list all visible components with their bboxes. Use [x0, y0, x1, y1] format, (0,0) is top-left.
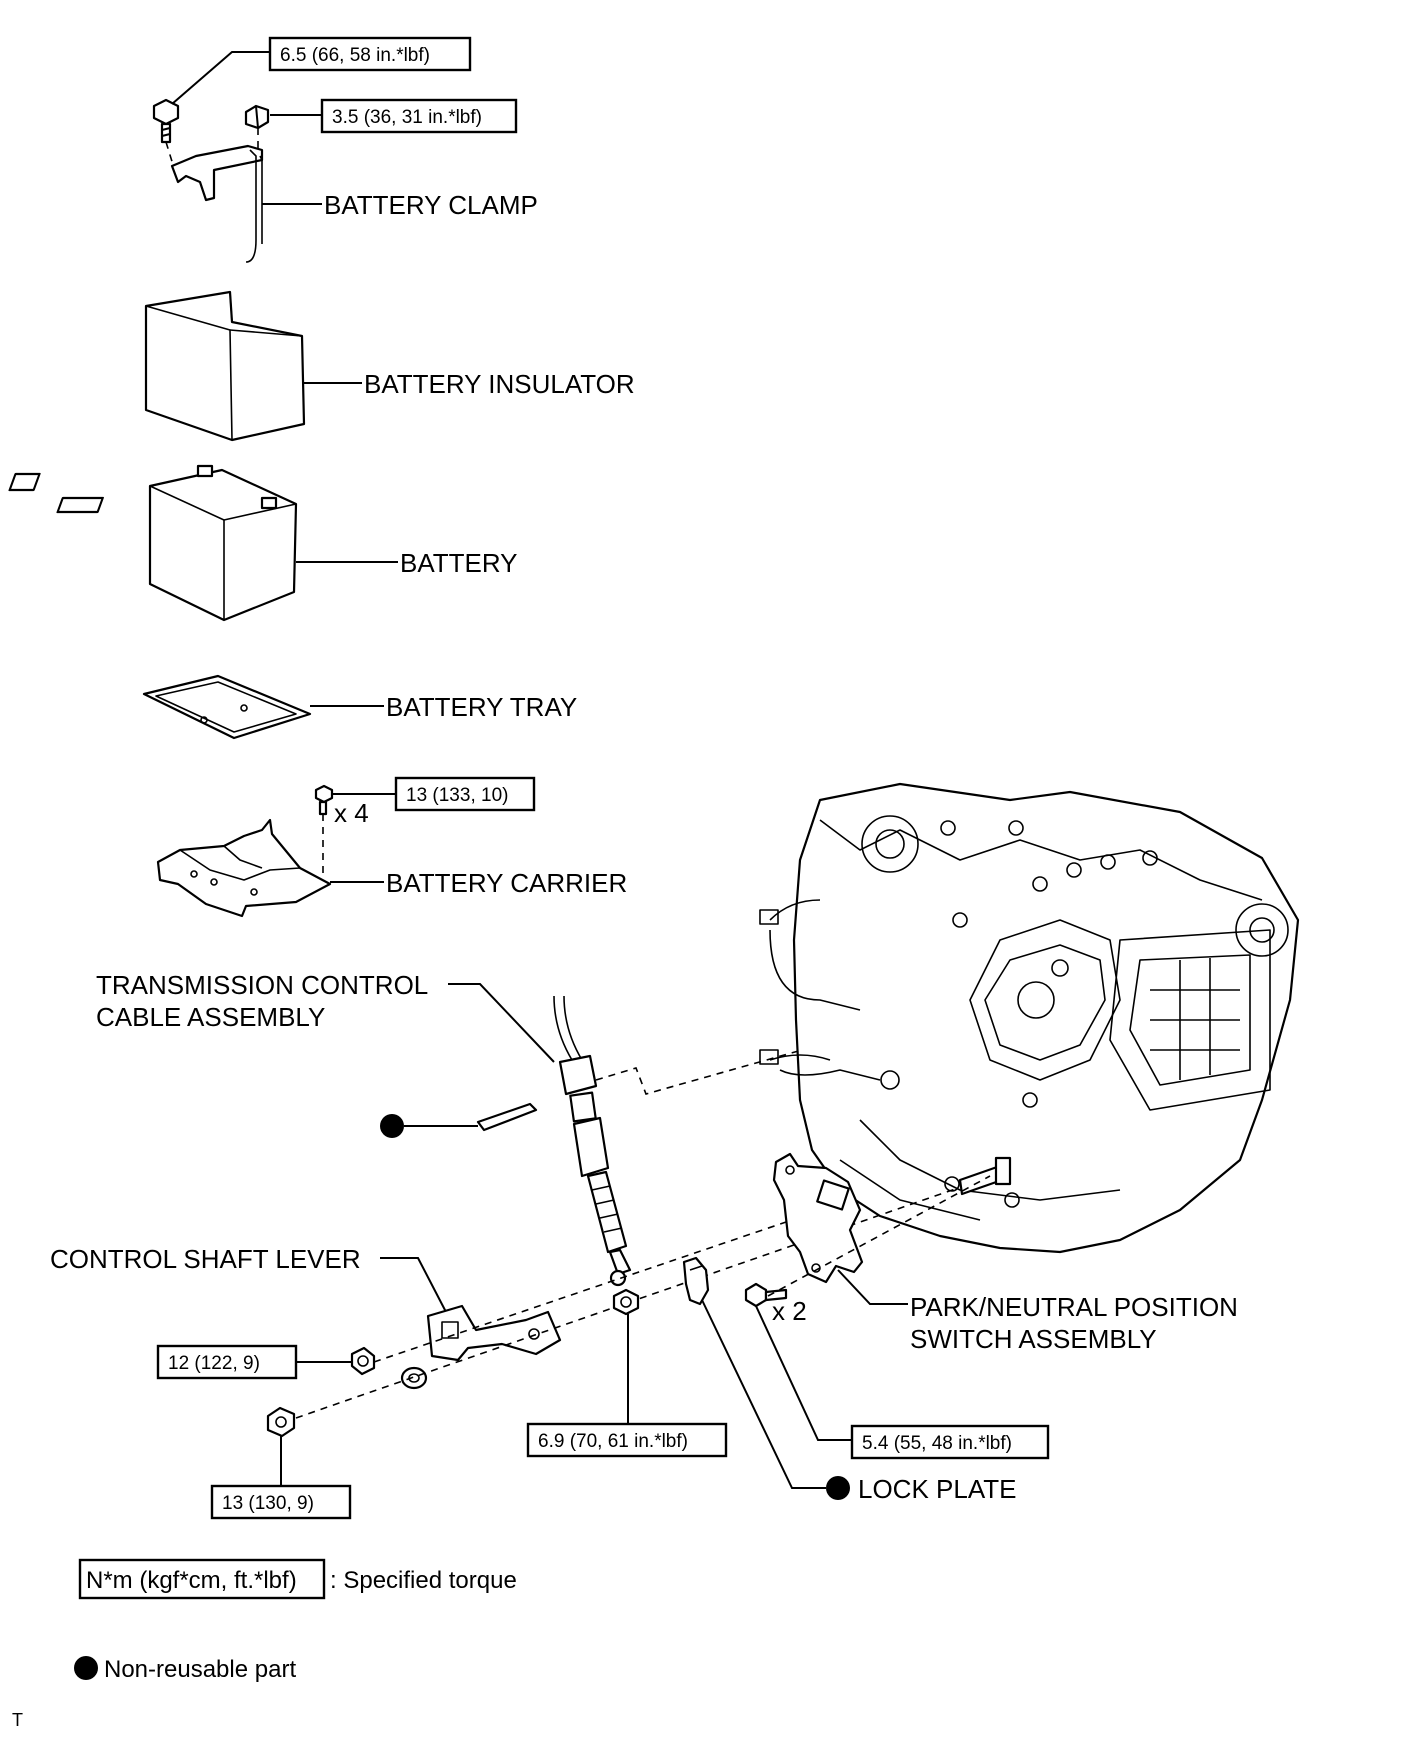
non-reusable-dot-icon [380, 1114, 404, 1138]
lever-nut-icon [350, 1346, 376, 1376]
torque-box-shaft-nut [210, 1484, 352, 1520]
torque-box-cable-nut [526, 1422, 728, 1458]
transaxle-assembly-icon [759, 782, 1300, 1254]
torque-cable-nut: 6.9 (70, 61 in.*lbf) [538, 1431, 688, 1452]
legend-torque-box [78, 1558, 326, 1600]
cable-clip-group [380, 1102, 538, 1138]
label-pnp-line1: PARK/NEUTRAL POSITION [910, 1292, 1238, 1322]
torque-lever-nut: 12 (122, 9) [168, 1353, 260, 1374]
label-lock-plate: LOCK PLATE [858, 1474, 1016, 1504]
battery-insulator-icon [144, 290, 362, 442]
torque-clamp-nut: 3.5 (36, 31 in.*lbf) [332, 107, 482, 128]
lock-plate-icon [682, 1256, 710, 1306]
transmission-control-cable-group [448, 983, 803, 1287]
legend-non-reusable-text: Non-reusable part [104, 1656, 296, 1683]
battery-clamp-icon [170, 144, 264, 202]
qty-carrier-bolts: x 4 [334, 798, 369, 828]
legend: N*m (kgf*cm, ft.*lbf) : Specified torque… [74, 1558, 517, 1683]
torque-clamp-bolt: 6.5 (66, 58 in.*lbf) [280, 45, 430, 66]
label-pnp-line2: SWITCH ASSEMBLY [910, 1324, 1157, 1354]
battery-carrier-icon [156, 818, 332, 918]
lever-washer-icon [400, 1366, 428, 1390]
pnp-bolt-icon [744, 1282, 788, 1308]
shaft-nut-icon [266, 1406, 296, 1438]
lock-plate-group [682, 1256, 850, 1500]
legend-torque-units: N*m (kgf*cm, ft.*lbf) [86, 1567, 297, 1594]
cable-clip-icon [476, 1102, 538, 1132]
battery-clamp-group [152, 51, 322, 263]
lock-plate-dot-icon [826, 1476, 850, 1500]
label-control-shaft-lever: CONTROL SHAFT LEVER [50, 1244, 361, 1274]
clamp-bolt-icon [152, 98, 180, 144]
label-battery-clamp: BATTERY CLAMP [324, 190, 538, 220]
pnp-switch-group [744, 1152, 991, 1441]
torque-box-pnp-bolt [850, 1424, 1050, 1460]
cable-nut-group [612, 1288, 640, 1424]
label-tcc-line1: TRANSMISSION CONTROL [96, 970, 428, 1000]
control-shaft-lever-group [266, 1187, 959, 1486]
footer-mark: T [12, 1710, 23, 1730]
legend-non-reusable-dot-icon [74, 1656, 98, 1680]
carrier-bolt-icon [314, 784, 334, 816]
torque-carrier-bolt: 13 (133, 10) [406, 785, 508, 806]
clamp-nut-icon [244, 104, 270, 130]
battery-tray-icon [142, 674, 384, 740]
torque-box-clamp-nut [320, 98, 518, 134]
battery-carrier-group [156, 784, 396, 918]
label-battery: BATTERY [400, 548, 518, 578]
control-shaft-lever-icon [426, 1304, 562, 1362]
label-battery-insulator: BATTERY INSULATOR [364, 369, 635, 399]
torque-box-clamp-bolt [268, 36, 472, 72]
battery-icon [8, 464, 398, 622]
label-battery-tray: BATTERY TRAY [386, 692, 577, 722]
torque-box-lever-nut [156, 1344, 298, 1380]
torque-pnp-bolt: 5.4 (55, 48 in.*lbf) [862, 1433, 1012, 1454]
qty-pnp-bolts: x 2 [772, 1296, 807, 1326]
torque-box-carrier-bolt [394, 776, 536, 812]
label-battery-carrier: BATTERY CARRIER [386, 868, 627, 898]
label-tcc-line2: CABLE ASSEMBLY [96, 1002, 325, 1032]
torque-shaft-nut: 13 (130, 9) [222, 1493, 314, 1514]
legend-torque-text: : Specified torque [330, 1567, 517, 1594]
